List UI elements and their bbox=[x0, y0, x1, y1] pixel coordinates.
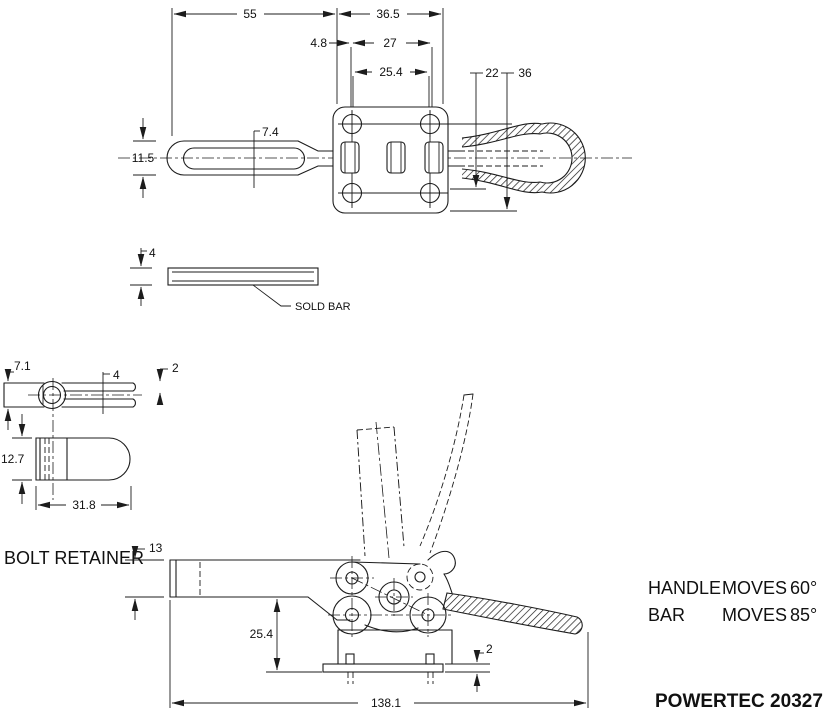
note-bar-degrees: 85° bbox=[790, 605, 817, 625]
base-flange bbox=[322, 663, 444, 673]
dim-hole-span-inner: 25.4 bbox=[379, 65, 403, 79]
motion-notes: HANDLE MOVES 60° BAR MOVES 85° bbox=[648, 578, 817, 625]
top-plan-view: 55 36.5 4.8 27 25.4 22 36 7.4 bbox=[118, 7, 632, 214]
dim-bar-width: 11.5 bbox=[132, 151, 155, 165]
dim-top-overall: 55 bbox=[243, 7, 257, 21]
dim-handle-b: 36 bbox=[518, 66, 532, 80]
dim-overall-length: 138.1 bbox=[371, 696, 401, 710]
pivot-circles bbox=[328, 556, 452, 640]
clamp-side-view: 13 bbox=[125, 393, 589, 710]
dim-hole-span-outer: 27 bbox=[383, 36, 397, 50]
dim-slot-width: 7.4 bbox=[262, 125, 279, 139]
dim-plate-width: 36.5 bbox=[376, 7, 400, 21]
solid-bar-label: SOLD BAR bbox=[295, 301, 351, 313]
dim-retainer-slot: 4 bbox=[113, 368, 120, 382]
retainer-body bbox=[35, 437, 131, 481]
solid-bar-outline bbox=[167, 267, 319, 286]
note-bar-part: BAR bbox=[648, 605, 685, 625]
brand-text: POWERTEC 20327 bbox=[655, 691, 823, 712]
note-handle-part: HANDLE bbox=[648, 578, 721, 598]
dim-base-height: 25.4 bbox=[250, 627, 274, 641]
dim-retainer-tip: 2 bbox=[172, 361, 179, 375]
bar-slot bbox=[183, 147, 305, 170]
dim-retainer-head: 7.1 bbox=[14, 359, 31, 373]
dim-bar-thickness: 4 bbox=[149, 246, 156, 260]
plate-lug bbox=[340, 141, 360, 174]
phantom-bar bbox=[356, 429, 366, 557]
dim-hole-offset: 4.8 bbox=[310, 36, 327, 50]
dim-flange-thickness: 2 bbox=[486, 642, 493, 656]
bar-outline bbox=[166, 140, 299, 176]
dim-retainer-height: 12.7 bbox=[1, 452, 25, 466]
handle-grip-top-view bbox=[461, 122, 586, 194]
dim-bar-height: 13 bbox=[149, 541, 163, 555]
clamp-bar-bottom bbox=[169, 596, 351, 621]
bolt-retainer-label: BOLT RETAINER bbox=[4, 548, 144, 568]
base-plate bbox=[322, 629, 453, 684]
mounting-holes bbox=[339, 111, 443, 206]
plate-lug bbox=[424, 141, 444, 174]
note-bar-verb: MOVES bbox=[722, 605, 787, 625]
solid-bar-view: 4 SOLD BAR bbox=[130, 246, 351, 313]
dim-retainer-length: 31.8 bbox=[72, 498, 96, 512]
bolt-retainer-top-view: 7.1 4 2 bbox=[3, 359, 179, 500]
note-handle-verb: MOVES bbox=[722, 578, 787, 598]
handle-grip-side-view bbox=[442, 592, 583, 635]
plate-lug bbox=[386, 141, 406, 174]
note-handle-degrees: 60° bbox=[790, 578, 817, 598]
solid-bar-leader bbox=[252, 284, 291, 307]
dim-handle-a: 22 bbox=[485, 66, 499, 80]
bolt-retainer-side-view: 12.7 31.8 bbox=[1, 414, 132, 512]
phantom-handle bbox=[429, 393, 474, 554]
